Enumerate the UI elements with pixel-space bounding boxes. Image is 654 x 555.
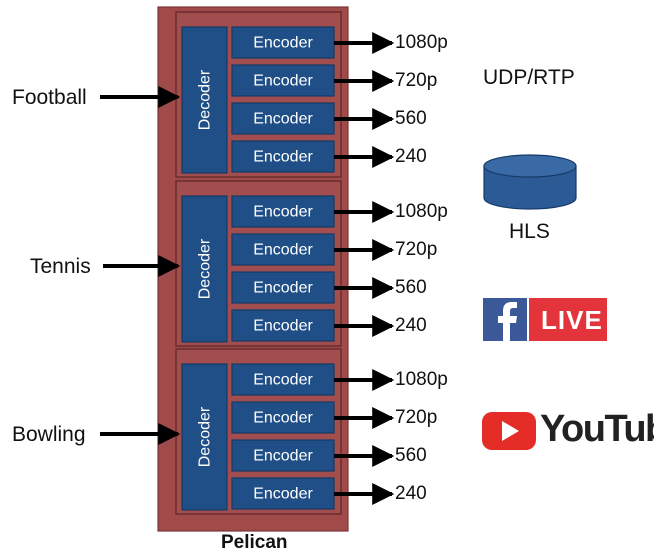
encoder-box: [231, 363, 335, 396]
decoder-label: Decoder: [197, 238, 214, 299]
encoder-box: [231, 401, 335, 434]
output-resolution-label: 1080p: [395, 201, 448, 222]
output-resolution-label: 1080p: [395, 369, 448, 390]
encoder-label: Encoder: [253, 73, 313, 90]
encoder-label: Encoder: [253, 448, 313, 465]
output-resolution-label: 240: [395, 483, 427, 504]
output-resolution-label: 560: [395, 445, 427, 466]
encoder-label: Encoder: [253, 280, 313, 297]
decoder-box: [181, 195, 228, 343]
youtube-label: YouTube: [540, 408, 654, 450]
output-resolution-label: 720p: [395, 70, 438, 91]
encoder-label: Encoder: [253, 318, 313, 335]
decoder-box: [181, 363, 228, 511]
output-resolution-label: 720p: [395, 239, 438, 260]
pelican-label: Pelican: [221, 532, 288, 553]
input-label: Football: [12, 86, 87, 109]
decoder-box: [181, 26, 228, 174]
input-label: Tennis: [30, 255, 91, 278]
encoder-label: Encoder: [253, 242, 313, 259]
encoder-label: Encoder: [253, 204, 313, 221]
encoder-box: [231, 477, 335, 510]
output-resolution-label: 720p: [395, 407, 438, 428]
output-resolution-label: 1080p: [395, 32, 448, 53]
output-resolution-label: 560: [395, 277, 427, 298]
input-label: Bowling: [12, 423, 86, 446]
decoder-label: Decoder: [197, 69, 214, 130]
output-resolution-label: 240: [395, 146, 427, 167]
decoder-label: Decoder: [197, 406, 214, 467]
encoder-box: [231, 140, 335, 173]
facebook-f-icon: [483, 298, 527, 341]
hls-label: HLS: [509, 220, 550, 243]
youtube-play-icon: [482, 412, 536, 450]
encoder-box: [231, 64, 335, 97]
live-label: LIVE: [541, 305, 603, 335]
encoder-label: Encoder: [253, 111, 313, 128]
encoder-box: [231, 439, 335, 472]
output-resolution-label: 560: [395, 108, 427, 129]
encoder-box: [231, 309, 335, 342]
encoder-box: [231, 195, 335, 228]
encoder-label: Encoder: [253, 486, 313, 503]
udp-rtp-label: UDP/RTP: [483, 66, 575, 89]
encoder-box: [231, 233, 335, 266]
output-resolution-label: 240: [395, 315, 427, 336]
encoder-label: Encoder: [253, 35, 313, 52]
encoder-box: [231, 271, 335, 304]
live-badge: [529, 298, 607, 341]
encoder-label: Encoder: [253, 410, 313, 427]
encoder-label: Encoder: [253, 149, 313, 166]
database-cylinder-icon: [483, 154, 577, 210]
encoder-label: Encoder: [253, 372, 313, 389]
